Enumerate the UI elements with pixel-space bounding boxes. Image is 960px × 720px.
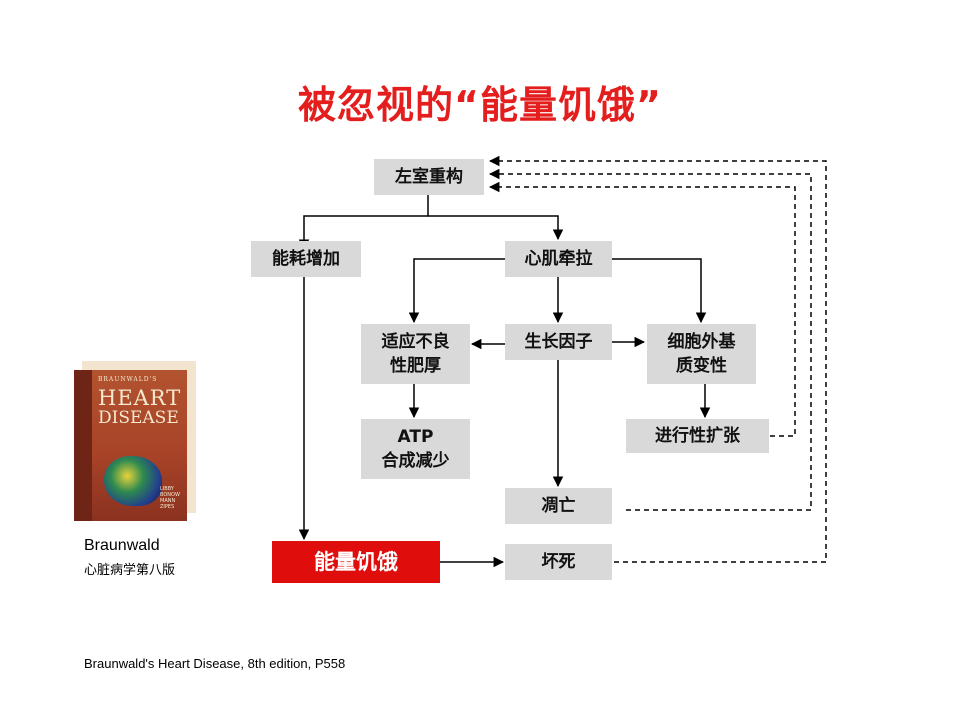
- feedback-dilation: [488, 181, 796, 437]
- node-energy-starvation: 能量饥饿: [272, 541, 440, 583]
- book-authors: LIBBY BONOW MANN ZIPES: [160, 486, 180, 510]
- node-lv-remodeling: 左室重构: [374, 159, 484, 195]
- book-title-line1: BRAUNWALD'S: [98, 376, 158, 383]
- arrow-remodel-to-energy: [298, 195, 429, 251]
- feedback-apoptosis: [488, 168, 812, 511]
- node-apoptosis: 凋亡: [505, 488, 612, 524]
- node-maladaptive-hypertrophy: 适应不良 性肥厚: [361, 324, 470, 384]
- book-caption-subtitle: 心脏病学第八版: [84, 563, 176, 578]
- node-necrosis: 坏死: [505, 544, 612, 580]
- book-cover-image: BRAUNWALD'S HEART DISEASE LIBBY BONOW MA…: [74, 361, 196, 521]
- node-atp-reduction: ATP 合成减少: [361, 419, 470, 479]
- node-energy-increase: 能耗增加: [251, 241, 361, 277]
- node-myocardial-stretch: 心肌牵拉: [505, 241, 612, 277]
- arrow-stretch-to-hypertrophy: [408, 258, 505, 324]
- slide-title: 被忽视的“能量饥饿”: [298, 83, 662, 127]
- book-title-line3: DISEASE: [98, 408, 179, 428]
- book-front: BRAUNWALD'S HEART DISEASE LIBBY BONOW MA…: [74, 370, 187, 521]
- node-progressive-dilation: 进行性扩张: [626, 419, 769, 453]
- arrow-stretch-to-ecm: [612, 258, 707, 324]
- book-caption-name: Braunwald: [84, 537, 160, 554]
- book-title-line2: HEART: [98, 386, 182, 410]
- citation: Braunwald's Heart Disease, 8th edition, …: [84, 656, 346, 671]
- heart-illustration: [104, 456, 162, 506]
- node-ecm-change: 细胞外基 质变性: [647, 324, 756, 384]
- arrow-remodel-to-stretch: [428, 215, 564, 241]
- node-growth-factor: 生长因子: [505, 324, 612, 360]
- book-spine-stripe: [74, 370, 92, 521]
